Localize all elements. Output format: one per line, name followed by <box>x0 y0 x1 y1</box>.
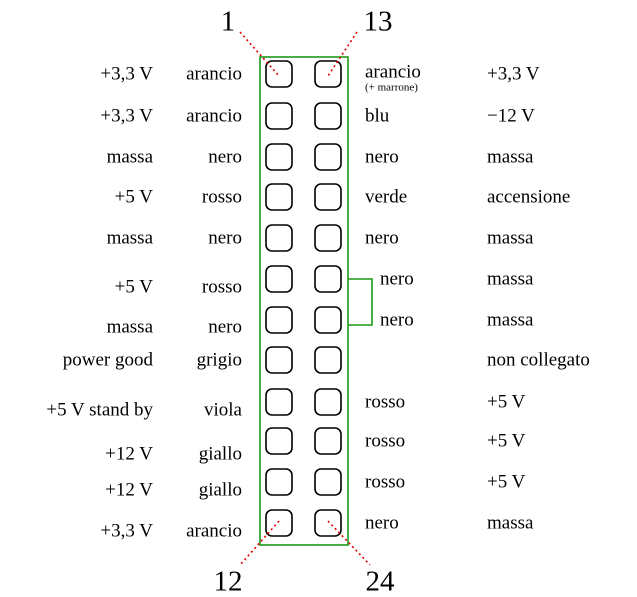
right-voltage-label: +5 V <box>487 430 526 452</box>
left-voltage-label: power good <box>62 349 153 371</box>
right-wire-color-label: rosso <box>365 471 406 493</box>
pin-9 <box>265 388 293 416</box>
pin-23 <box>314 468 342 496</box>
left-wire-color-label: arancio <box>186 520 242 542</box>
right-wire-color-label: rosso <box>365 430 406 452</box>
pin-number-13: 13 <box>363 5 393 38</box>
pin-13 <box>314 60 342 88</box>
right-voltage-label: non collegato <box>487 349 590 371</box>
pin-20 <box>314 346 342 374</box>
right-voltage-label: accensione <box>487 186 571 208</box>
pin-number-24: 24 <box>365 565 395 597</box>
left-wire-color-label: nero <box>208 146 242 168</box>
right-voltage-label: +5 V <box>487 391 526 413</box>
right-wire-color-label: verde <box>365 186 408 208</box>
left-voltage-label: massa <box>106 316 153 338</box>
pin-1 <box>265 60 293 88</box>
left-voltage-label: +3,3 V <box>100 63 153 85</box>
pin-5 <box>265 224 293 252</box>
left-wire-color-label: rosso <box>201 276 242 298</box>
pin-19 <box>314 306 342 334</box>
right-wire-color-label: nero <box>365 227 399 249</box>
left-wire-color-label: arancio <box>186 63 242 85</box>
left-voltage-label: +3,3 V <box>100 105 153 127</box>
pin-2 <box>265 102 293 130</box>
right-voltage-label: +5 V <box>487 471 526 493</box>
pointer-pin-13 <box>327 31 358 77</box>
right-voltage-label: −12 V <box>487 105 535 127</box>
left-voltage-label: +5 V <box>114 186 153 208</box>
right-wire-color-label: arancio(+ marrone) <box>365 63 421 94</box>
right-voltage-label: massa <box>487 227 534 249</box>
left-wire-color-label: giallo <box>198 479 242 501</box>
left-voltage-label: +3,3 V <box>100 520 153 542</box>
pin-24 <box>314 509 342 537</box>
left-voltage-label: +12 V <box>105 479 153 501</box>
pin-21 <box>314 388 342 416</box>
right-wire-color-text: arancio <box>365 61 421 83</box>
right-voltage-label: +3,3 V <box>487 63 540 85</box>
left-voltage-label: +5 V stand by <box>46 399 153 421</box>
left-wire-color-label: grigio <box>196 349 242 371</box>
left-wire-color-label: nero <box>208 227 242 249</box>
pin-6 <box>265 265 293 293</box>
right-voltage-label: massa <box>487 268 534 290</box>
right-wire-color-label: nero <box>380 309 414 331</box>
right-wire-color-label: nero <box>380 268 414 290</box>
right-wire-color-label: rosso <box>365 391 406 413</box>
left-voltage-label: massa <box>106 227 153 249</box>
pin-8 <box>265 346 293 374</box>
pin-4 <box>265 183 293 211</box>
pin-12 <box>265 509 293 537</box>
left-wire-color-label: rosso <box>201 186 242 208</box>
pin-17 <box>314 224 342 252</box>
left-voltage-label: +12 V <box>105 443 153 465</box>
pin-number-1: 1 <box>220 5 236 38</box>
pin-16 <box>314 183 342 211</box>
left-wire-color-label: arancio <box>186 105 242 127</box>
pin-18 <box>314 265 342 293</box>
pin-22 <box>314 427 342 455</box>
pin-11 <box>265 468 293 496</box>
left-voltage-label: massa <box>106 146 153 168</box>
pin-7 <box>265 306 293 334</box>
left-wire-color-label: viola <box>204 399 242 421</box>
right-voltage-label: massa <box>487 512 534 534</box>
right-wire-color-label: nero <box>365 146 399 168</box>
left-wire-color-label: giallo <box>198 443 242 465</box>
left-voltage-label: +5 V <box>114 276 153 298</box>
right-voltage-label: massa <box>487 146 534 168</box>
right-wire-color-label: nero <box>365 512 399 534</box>
pin-number-12: 12 <box>213 565 243 597</box>
left-wire-color-label: nero <box>208 316 242 338</box>
pointer-pin-24 <box>327 520 371 566</box>
connector-outline <box>259 56 349 546</box>
pin-15 <box>314 143 342 171</box>
right-wire-color-label: blu <box>365 105 390 127</box>
pin-3 <box>265 143 293 171</box>
right-voltage-label: massa <box>487 309 534 331</box>
right-wire-note: (+ marrone) <box>365 81 418 94</box>
jumper-bracket <box>348 278 373 326</box>
pin-10 <box>265 427 293 455</box>
pin-14 <box>314 102 342 130</box>
